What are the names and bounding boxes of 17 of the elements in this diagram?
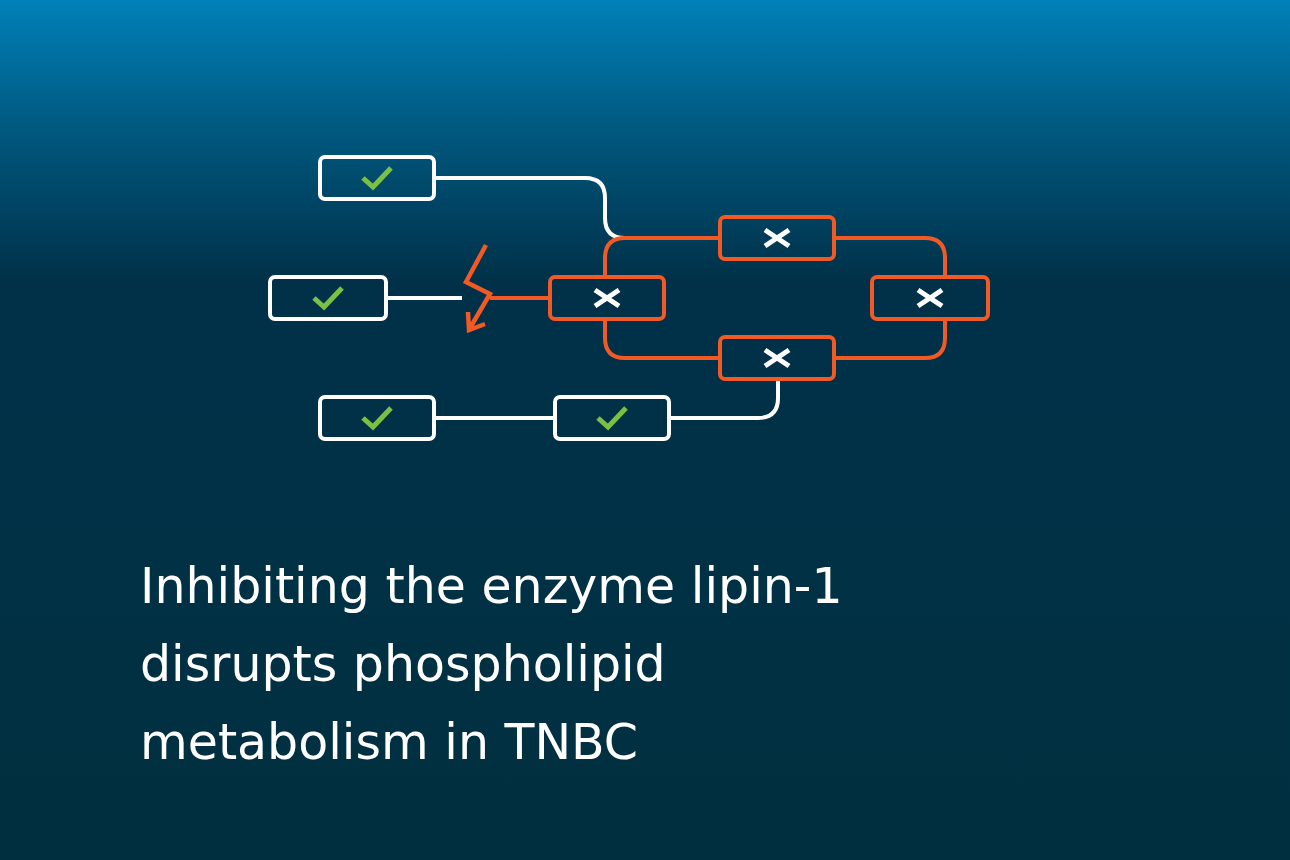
- connector-line: [603, 321, 718, 360]
- connector-line: [603, 236, 718, 275]
- status-box: [268, 275, 388, 321]
- title: Inhibiting the enzyme lipin-1 disrupts phospholipid metabolism in TNBC: [140, 557, 844, 773]
- connector-line: [836, 321, 947, 360]
- status-box: [870, 275, 990, 321]
- connector-line: [490, 296, 548, 300]
- connector-line: [388, 296, 462, 300]
- status-box: [548, 275, 666, 321]
- status-box: [318, 395, 436, 441]
- connector-line: [836, 236, 947, 275]
- status-box: [718, 335, 836, 381]
- status-box: [318, 155, 436, 201]
- status-box: [553, 395, 671, 441]
- status-box: [718, 215, 836, 261]
- connector-line: [671, 381, 780, 420]
- connector-line: [436, 416, 553, 420]
